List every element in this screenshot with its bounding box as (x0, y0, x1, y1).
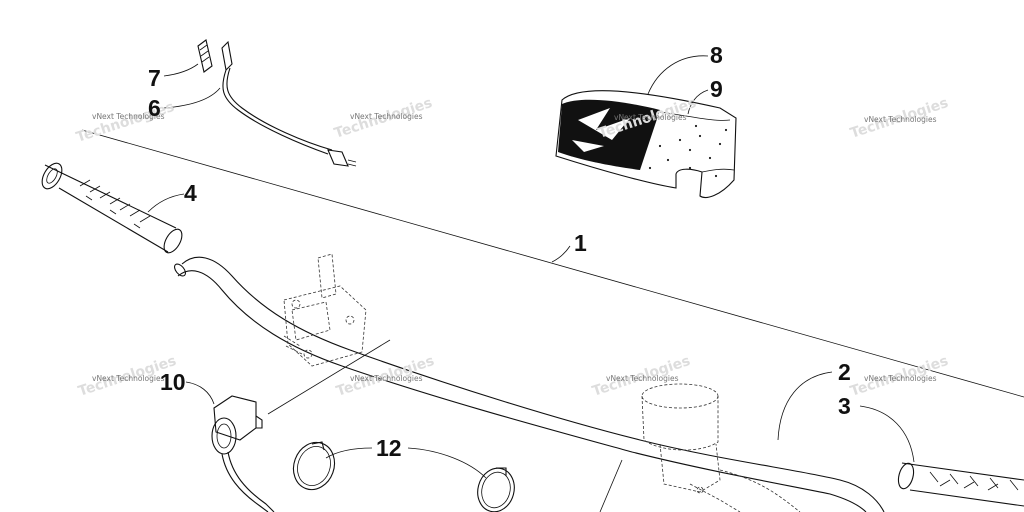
watermark-1: vNext Technologies (92, 112, 165, 121)
part-10-switch (211, 395, 275, 512)
reference-line-left (267, 339, 391, 415)
reference-line-top (81, 129, 1024, 398)
watermarks: Technologies vNext Technologies Technolo… (74, 95, 950, 400)
part-1-handlebar (174, 256, 885, 512)
watermark-6: vNext Technologies (350, 374, 423, 383)
leader-6 (163, 87, 221, 109)
watermark-8: vNext Technologies (864, 374, 937, 383)
callout-2: 2 (838, 359, 851, 385)
part-6-wire-harness (221, 40, 357, 167)
watermark-2: vNext Technologies (350, 112, 423, 121)
callout-3: 3 (838, 393, 851, 419)
callout-1: 1 (574, 230, 587, 256)
leader-lines (147, 55, 915, 479)
watermark-5: vNext Technologies (92, 374, 165, 383)
callout-4: 4 (184, 180, 197, 206)
callout-labels: 7 6 4 8 9 1 2 3 10 12 (148, 42, 851, 461)
leader-7 (163, 63, 199, 77)
leader-1 (551, 245, 571, 263)
part-8-9-handlebar-pad (555, 90, 737, 198)
leader-4 (147, 193, 185, 213)
leader-10 (185, 381, 215, 405)
svg-text:Technologies: Technologies (74, 99, 176, 146)
callout-7: 7 (148, 65, 161, 91)
callout-6: 6 (148, 95, 161, 121)
callout-10: 10 (160, 369, 186, 395)
leader-2 (777, 371, 833, 441)
dashed-clamp-assembly (283, 253, 367, 367)
leader-12-right (407, 447, 487, 479)
part-12-hose-clamp-right (477, 467, 515, 512)
leader-3 (859, 405, 915, 463)
dashed-master-cylinder (641, 383, 801, 512)
part-12-hose-clamp-left (292, 441, 336, 491)
watermark-4: vNext Technologies (864, 115, 937, 124)
watermark-7: vNext Technologies (606, 374, 679, 383)
part-7-terminal (197, 39, 213, 73)
reference-line-bottom (599, 459, 623, 512)
leader-8 (647, 55, 709, 95)
callout-9: 9 (710, 76, 723, 102)
watermark-3: vNext Technologies (614, 113, 687, 122)
leader-9 (687, 89, 709, 115)
part-3-grip-right (897, 462, 1024, 507)
callout-12: 12 (376, 435, 402, 461)
part-4-grip-left (41, 162, 183, 254)
leader-12-left (325, 447, 373, 459)
callout-8: 8 (710, 42, 723, 68)
